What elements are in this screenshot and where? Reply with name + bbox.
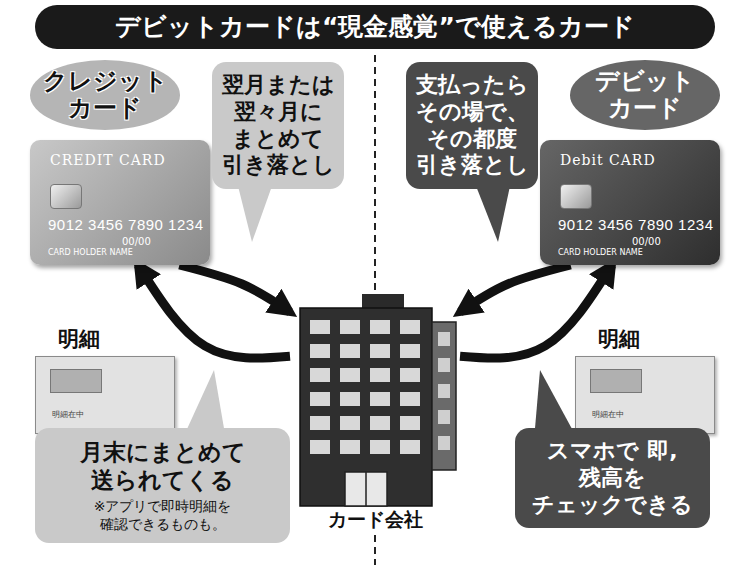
title-band: デビットカードは“現金感覚”で使えるカード — [35, 5, 715, 49]
window — [310, 344, 330, 358]
window — [438, 436, 450, 450]
flow-arrow — [460, 265, 612, 358]
flow-arrow — [138, 265, 290, 358]
bubble-text: 翌月または 翌々月に まとめて 引き落とし — [220, 72, 336, 179]
card-number: 9012 3456 7890 1234 — [558, 216, 713, 233]
envelope-window — [50, 369, 102, 393]
window — [340, 368, 360, 382]
window — [370, 368, 390, 382]
card-holder: CARD HOLDER NAME — [558, 248, 643, 257]
statement-envelope: 明細明細在中 — [575, 356, 715, 434]
window — [370, 392, 390, 406]
building-body — [300, 308, 432, 506]
window — [310, 368, 330, 382]
statement-heading: 明細 — [58, 325, 100, 353]
window — [438, 384, 450, 398]
speech-bubble: 月末にまとめて 送られてくる※アプリで即時明細を 確認できるものも。 — [35, 428, 290, 543]
flow-arrow — [179, 265, 290, 312]
building-tower — [432, 322, 456, 470]
envelope-text: 明細在中 — [52, 409, 84, 420]
window — [370, 344, 390, 358]
window — [400, 416, 420, 430]
card-brand: Debit CARD — [560, 152, 656, 168]
card-chip — [560, 184, 592, 209]
window — [310, 440, 330, 454]
bubble-text: 支払ったら その場で、 その都度 引き落とし — [414, 72, 530, 179]
window — [400, 440, 420, 454]
window — [310, 416, 330, 430]
envelope-window — [590, 369, 642, 393]
card-heading: デビット カード — [570, 60, 720, 130]
window — [400, 392, 420, 406]
envelope-text: 明細在中 — [592, 409, 624, 420]
window — [340, 440, 360, 454]
window — [438, 410, 450, 424]
label-patch: カード会社 — [324, 508, 427, 530]
card-company: カード会社 — [290, 290, 460, 535]
flow-arrow — [460, 265, 571, 312]
bubble-text: 月末にまとめて 送られてくる — [43, 438, 282, 494]
card-brand: CREDIT CARD — [50, 152, 166, 168]
card-number: 9012 3456 7890 1234 — [48, 216, 203, 233]
building-entrance — [345, 472, 387, 506]
window — [340, 320, 360, 334]
debit-card: デビット カードDebit CARD9012 3456 7890 123400/… — [540, 140, 720, 265]
window — [438, 358, 450, 372]
card-expiry: 00/00 — [632, 236, 661, 247]
bubble-tail — [476, 186, 510, 242]
window — [370, 416, 390, 430]
card-heading: クレジット カード — [30, 60, 180, 130]
card-chip — [50, 184, 82, 209]
bubble-tail — [238, 186, 272, 242]
building-windows — [310, 320, 450, 454]
company-label: カード会社 — [290, 507, 460, 533]
entrance-line — [365, 472, 367, 506]
window — [438, 332, 450, 346]
card-holder: CARD HOLDER NAME — [48, 248, 133, 257]
window — [370, 440, 390, 454]
window — [400, 344, 420, 358]
window — [340, 392, 360, 406]
window — [310, 392, 330, 406]
speech-bubble: 翌月または 翌々月に まとめて 引き落とし — [212, 62, 344, 189]
window — [400, 320, 420, 334]
window — [310, 320, 330, 334]
building-illustration — [300, 294, 456, 506]
speech-bubble: 支払ったら その場で、 その都度 引き落とし — [406, 62, 538, 189]
window — [370, 320, 390, 334]
statement-envelope: 明細明細在中 — [35, 356, 175, 434]
window — [340, 344, 360, 358]
credit-card: クレジット カードCREDIT CARD9012 3456 7890 12340… — [30, 140, 210, 265]
card-expiry: 00/00 — [122, 236, 151, 247]
window — [340, 416, 360, 430]
bubble-note: ※アプリで即時明細を 確認できるものも。 — [43, 497, 282, 533]
window — [400, 368, 420, 382]
bubble-text: スマホで 即,残高を チェックできる — [523, 438, 702, 518]
statement-heading: 明細 — [598, 325, 640, 353]
speech-bubble: スマホで 即,残高を チェックできる — [515, 428, 710, 528]
